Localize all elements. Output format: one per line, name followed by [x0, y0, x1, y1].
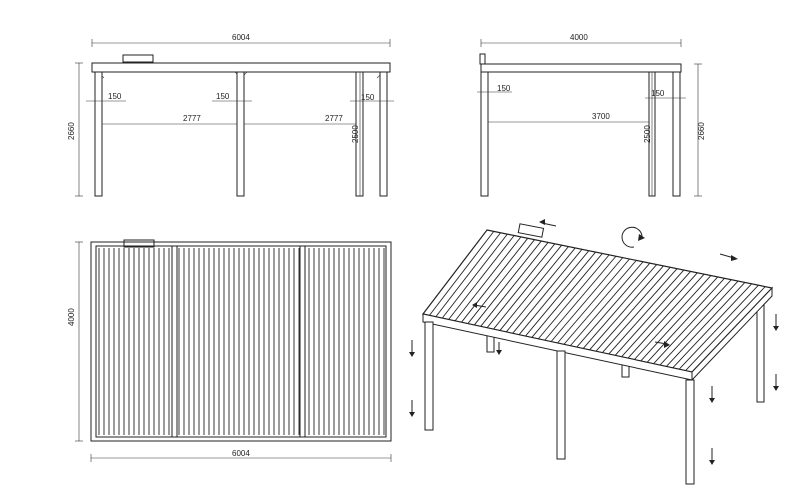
- plan-width: 6004: [232, 449, 250, 458]
- iso-louver-line: [582, 264, 657, 349]
- iso-louver-line: [627, 273, 705, 359]
- side-overall-height: 2660: [697, 122, 706, 140]
- plan-motor-box: [123, 239, 155, 248]
- iso-louver-line: [678, 284, 759, 370]
- front-span-right: 2777: [325, 114, 343, 123]
- iso-louver-line: [601, 268, 678, 353]
- front-offset-left: 150: [108, 92, 122, 101]
- front-post-middle: [236, 71, 245, 197]
- side-motor-box: [479, 53, 486, 65]
- top-plan-view: 4000 6004: [67, 239, 392, 462]
- iso-motor-box: [517, 223, 545, 238]
- iso-roof-louvers: [429, 231, 766, 371]
- side-span: 3700: [592, 112, 610, 121]
- iso-louver-line: [621, 272, 698, 358]
- front-overall-height: 2660: [67, 122, 76, 140]
- iso-louver-line: [544, 255, 617, 341]
- iso-louver-line: [659, 280, 739, 366]
- iso-louver-line: [569, 261, 644, 347]
- side-overall-width: 4000: [570, 33, 588, 42]
- iso-louver-line: [505, 247, 576, 333]
- iso-louver-line: [429, 231, 495, 316]
- side-offset-right: 150: [651, 89, 665, 98]
- iso-louver-line: [646, 278, 725, 363]
- front-span-left: 2777: [183, 114, 201, 123]
- iso-louver-line: [473, 240, 542, 326]
- iso-louver-line: [499, 246, 569, 331]
- iso-louver-line: [512, 249, 583, 334]
- iso-louver-line: [563, 260, 637, 345]
- iso-louver-line: [441, 233, 508, 319]
- plan-beam: [171, 245, 178, 438]
- iso-louver-line: [666, 282, 746, 367]
- iso-louver-line: [493, 244, 562, 330]
- side-post-left: [480, 71, 489, 197]
- iso-louver-line: [589, 265, 664, 351]
- iso-louver-line: [685, 286, 766, 371]
- iso-louver-line: [653, 279, 732, 365]
- iso-louver-line: [557, 258, 630, 344]
- front-post-left: [94, 71, 103, 197]
- iso-louver-line: [595, 266, 671, 352]
- side-elevation-view: 4000 150 150 3700 2500 2660: [477, 33, 706, 197]
- iso-side-fascia: [691, 286, 773, 382]
- iso-louver-line: [486, 243, 556, 329]
- iso-louver-line: [461, 238, 529, 323]
- iso-post-front-right: [685, 379, 695, 485]
- motor-box: [122, 54, 154, 63]
- front-post-right-inner: [355, 71, 364, 197]
- iso-louver-line: [435, 232, 501, 318]
- iso-louver-line: [454, 236, 522, 322]
- plan-outline: [90, 241, 392, 442]
- front-post-height: 2500: [351, 125, 360, 143]
- iso-louver-line: [634, 275, 712, 360]
- iso-louver-line: [525, 251, 596, 337]
- iso-louver-line: [518, 250, 590, 336]
- side-post-height: 2500: [643, 125, 652, 143]
- isometric-view: [409, 219, 779, 485]
- iso-louver-line: [672, 283, 752, 369]
- iso-louver-line: [537, 254, 610, 340]
- front-roof-beam: [91, 62, 391, 73]
- front-overall-width: 6004: [232, 33, 250, 42]
- iso-louver-line: [467, 239, 535, 324]
- iso-louver-line: [608, 269, 685, 355]
- front-elevation-view: 6004 2660 150 150 150 2777 2777 2500: [67, 33, 394, 197]
- front-offset-middle: 150: [216, 92, 230, 101]
- side-offset-left: 150: [497, 84, 511, 93]
- iso-post-front-left: [424, 321, 434, 431]
- iso-louver-line: [448, 235, 515, 320]
- iso-louver-line: [614, 271, 691, 356]
- iso-post-front-mid: [556, 350, 566, 460]
- front-offset-right: 150: [361, 93, 375, 102]
- iso-louver-line: [531, 253, 603, 338]
- iso-louver-line: [576, 262, 651, 348]
- direction-arrow-icon: [409, 219, 779, 465]
- rotation-arrow-icon: [621, 226, 645, 248]
- iso-louver-line: [550, 257, 624, 342]
- plan-beam: [299, 245, 306, 438]
- plan-depth: 4000: [67, 308, 76, 326]
- iso-louver-line: [480, 242, 549, 327]
- front-post-right: [379, 71, 388, 197]
- side-roof-beam: [480, 63, 682, 73]
- plan-louvers: [98, 245, 385, 438]
- side-post-right: [672, 71, 681, 197]
- iso-louver-line: [640, 276, 719, 362]
